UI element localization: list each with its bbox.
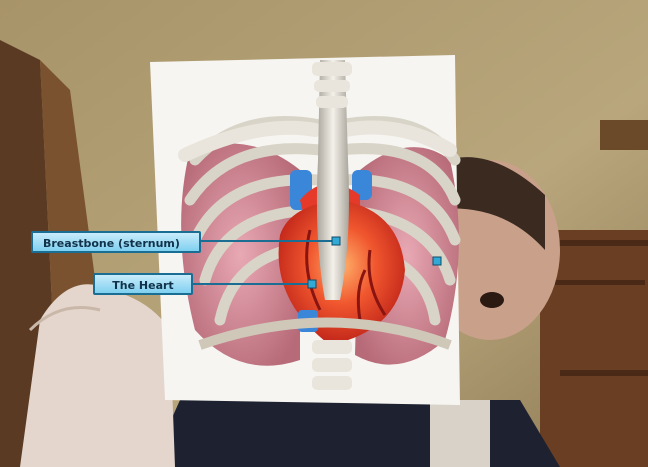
lung-marker — [433, 257, 441, 265]
heart-label: The Heart — [93, 273, 193, 295]
heart-marker — [308, 280, 316, 288]
sternum-label: Breastbone (sternum) — [31, 231, 201, 253]
sternum-marker — [332, 237, 340, 245]
person-shirt — [150, 400, 560, 467]
